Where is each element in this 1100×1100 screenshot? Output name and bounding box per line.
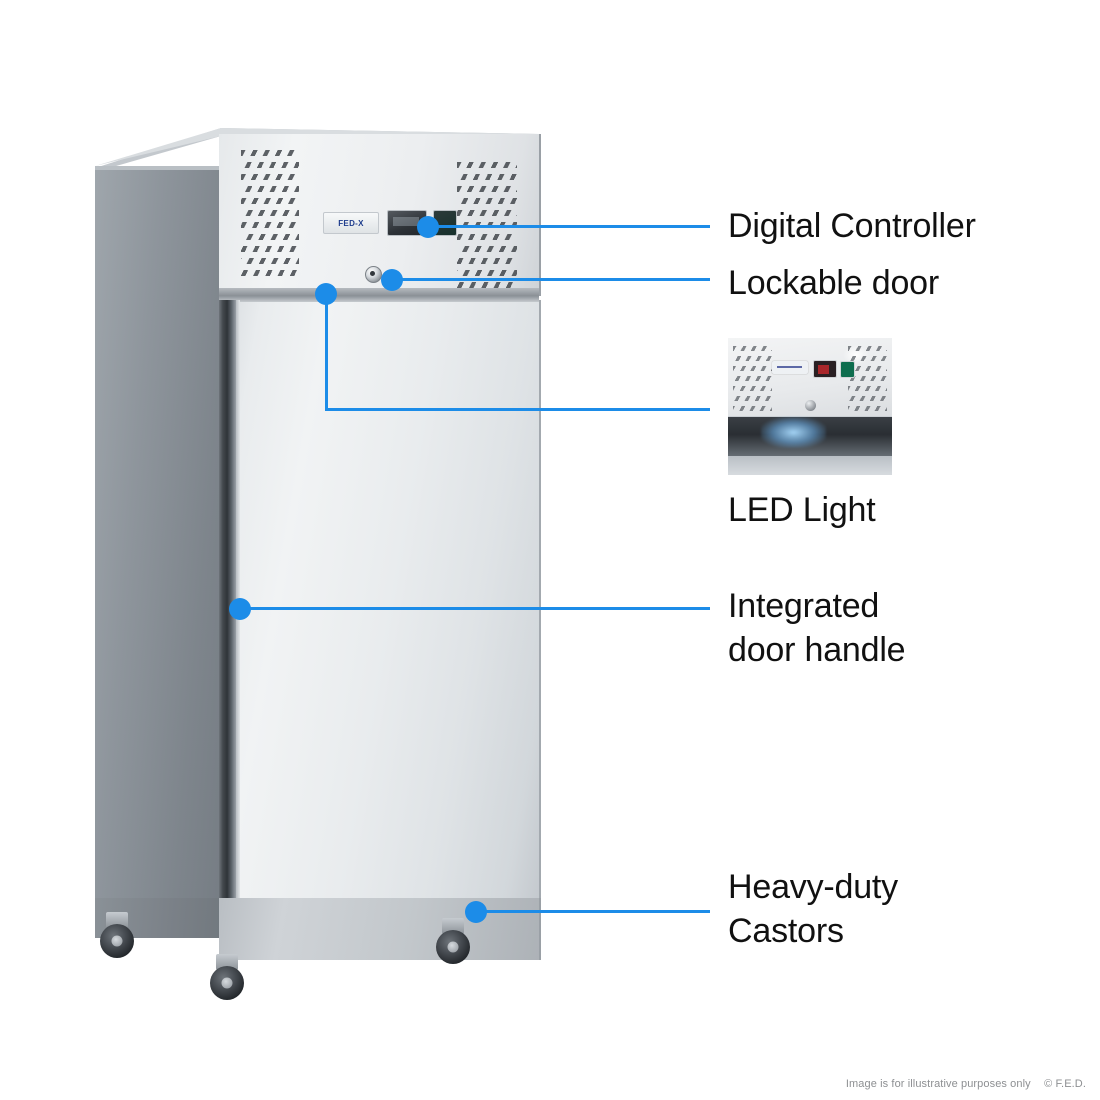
footer-copyright: © F.E.D. — [1044, 1078, 1086, 1090]
inset-floor — [728, 455, 892, 475]
inset-vent-slots-right — [847, 346, 888, 418]
callout-label-integrated-door-handle: Integrated door handle — [728, 587, 906, 669]
integrated-door-handle[interactable] — [219, 300, 236, 900]
footer-disclaimer: Image is for illustrative purposes only … — [846, 1078, 1086, 1090]
door-top-lip — [219, 296, 539, 302]
inset-door-lock — [805, 399, 817, 411]
leader-dot-digital-controller — [417, 216, 439, 238]
main-door-front[interactable] — [219, 300, 541, 900]
vent-slots-left — [241, 150, 299, 282]
castor-wheel — [210, 966, 244, 1000]
compartment-bottom-shadow — [219, 288, 539, 298]
leader-dot-castors — [465, 901, 487, 923]
inset-brand-badge — [772, 361, 809, 374]
leader-line-digital-controller — [428, 225, 710, 228]
callout-label-lockable-door: Lockable door — [728, 264, 939, 302]
leader-dot-lockable-door — [381, 269, 403, 291]
footer-disclaimer-text: Image is for illustrative purposes only — [845, 1078, 1031, 1090]
led-light-inset-photo — [728, 338, 892, 475]
leader-line-led-light-vertical — [325, 292, 328, 410]
inset-digital-display — [813, 359, 837, 379]
leader-dot-door-handle — [229, 598, 251, 620]
door-lock-barrel[interactable] — [365, 266, 382, 283]
castor-wheel — [100, 924, 134, 958]
brand-badge: FED-X — [323, 212, 379, 234]
cabinet-side-top-bevel — [95, 166, 219, 170]
inset-power-switch — [839, 361, 855, 379]
brand-badge-label: FED-X — [338, 218, 364, 228]
leader-line-lockable-door — [392, 278, 710, 281]
inset-led-glow — [760, 417, 827, 448]
callout-label-heavy-duty-castors: Heavy-duty Castors — [728, 868, 898, 950]
inset-vent-slots-left — [732, 346, 773, 418]
leader-line-door-handle — [240, 607, 710, 610]
castor-wheel — [436, 930, 470, 964]
cabinet-base-front — [219, 898, 541, 960]
callout-label-digital-controller: Digital Controller — [728, 207, 976, 245]
cabinet-top-face — [95, 128, 539, 174]
leader-line-castors — [476, 910, 710, 913]
cabinet-side-panel — [95, 166, 219, 938]
leader-dot-led-light — [315, 283, 337, 305]
callout-label-led-light: LED Light — [728, 491, 876, 529]
product-illustration-refrigerator: FED-X — [95, 128, 655, 1000]
leader-line-led-light-horizontal — [325, 408, 710, 411]
